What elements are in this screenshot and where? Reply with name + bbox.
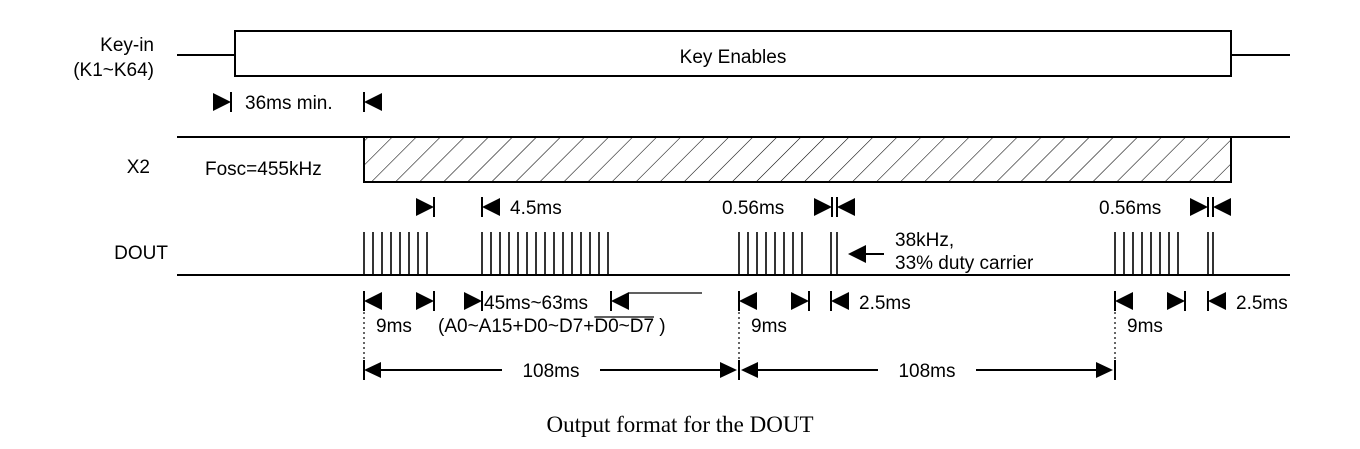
- data-period-label: 45ms~63ms: [484, 293, 588, 314]
- key-in-label-line1: Key-in: [100, 35, 154, 56]
- carrier-label-line2: 33% duty carrier: [895, 253, 1034, 274]
- key-enables-box: [234, 30, 1232, 77]
- data-period-marker: [464, 291, 629, 311]
- carrier-label-line1: 38kHz,: [895, 230, 954, 251]
- repeat-9ms-marker-c: [1114, 291, 1186, 311]
- leader-9ms-label-a: 9ms: [376, 316, 412, 337]
- dout-label: DOUT: [114, 243, 168, 264]
- space-4-5ms-label: 4.5ms: [510, 198, 562, 219]
- repeat-9ms-label-b: 9ms: [751, 316, 787, 337]
- x2-label: X2: [127, 157, 150, 178]
- repeat-space-marker-b: [1207, 291, 1226, 311]
- oscillator-active-region: [363, 136, 1232, 183]
- fosc-label: Fosc=455kHz: [205, 159, 322, 180]
- min-delay-marker: [213, 92, 382, 112]
- pulse-width-marker-b: [1190, 197, 1231, 217]
- frame-period-label-1: 108ms: [522, 361, 579, 382]
- leader-9ms-marker-a: [363, 291, 435, 311]
- repeat-space-label-b: 2.5ms: [1236, 293, 1288, 314]
- pulse-width-label-b: 0.56ms: [1099, 198, 1161, 219]
- leader-end-marker: [416, 197, 435, 217]
- frame-period-label-2: 108ms: [898, 361, 955, 382]
- repeat-space-label-a: 2.5ms: [859, 293, 911, 314]
- repeat-9ms-marker-b: [738, 291, 810, 311]
- data-bits-overline-text: D0~D7: [594, 316, 654, 337]
- dout-pulse-train: [363, 232, 1214, 275]
- repeat-9ms-label-c: 9ms: [1127, 316, 1163, 337]
- frame-period-span-2: [741, 360, 1116, 380]
- frame-period-span-1: [363, 360, 740, 380]
- min-delay-label: 36ms min.: [245, 93, 333, 114]
- key-enables-label: Key Enables: [680, 47, 787, 68]
- key-in-label-line2: (K1~K64): [73, 60, 154, 81]
- carrier-pointer: [848, 245, 884, 263]
- data-bits-suffix: ): [654, 316, 666, 337]
- data-bits-prefix: (A0~A15+D0~D7+: [438, 316, 594, 337]
- pulse-width-label-a: 0.56ms: [722, 198, 784, 219]
- space-4-5ms-marker: [481, 197, 500, 217]
- repeat-space-marker-a: [830, 291, 849, 311]
- data-bits-label: (A0~A15+D0~D7+D0~D7 ): [438, 316, 666, 337]
- figure-caption: Output format for the DOUT: [547, 412, 814, 437]
- pulse-width-marker-a: [814, 197, 855, 217]
